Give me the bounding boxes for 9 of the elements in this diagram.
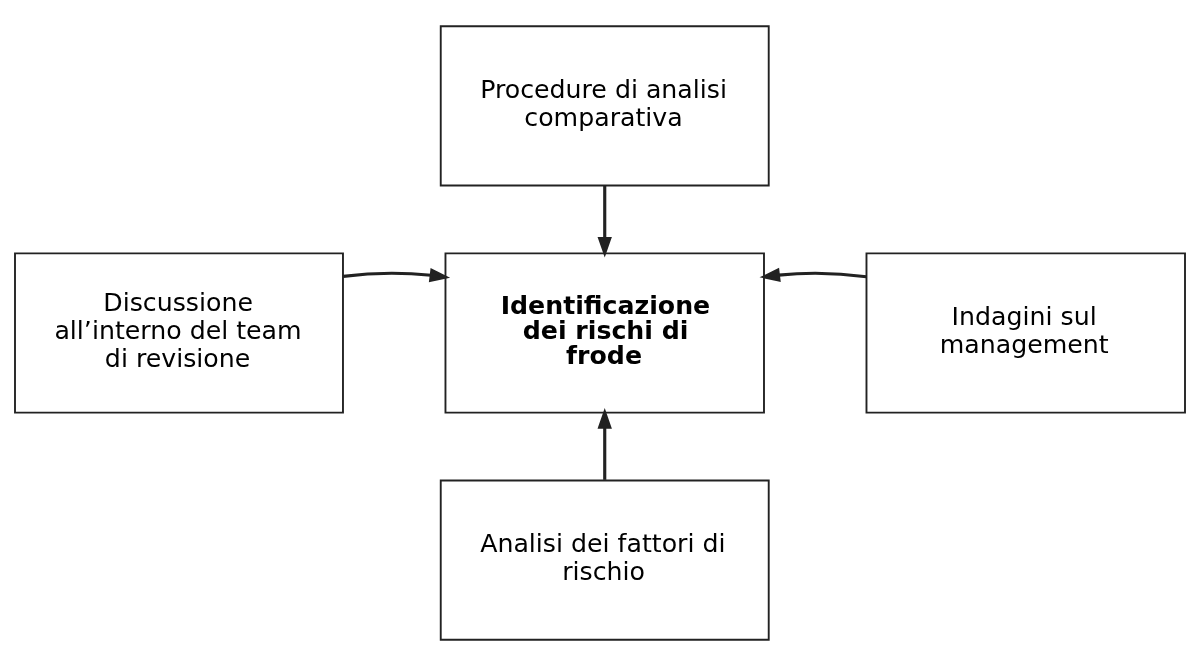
arrow — [343, 268, 451, 283]
node-box: Identificazione dei rischi di frode — [444, 252, 765, 414]
node-box: Indagini sul management — [865, 252, 1186, 414]
node-box: Discussione all’interno del team di revisione — [14, 252, 344, 414]
arrow — [597, 185, 612, 258]
arrow — [597, 408, 612, 480]
node-box: Procedure di analisi comparativa — [439, 25, 770, 187]
arrow — [759, 267, 867, 283]
node-box: Analisi dei fattori di rischio — [439, 479, 770, 641]
